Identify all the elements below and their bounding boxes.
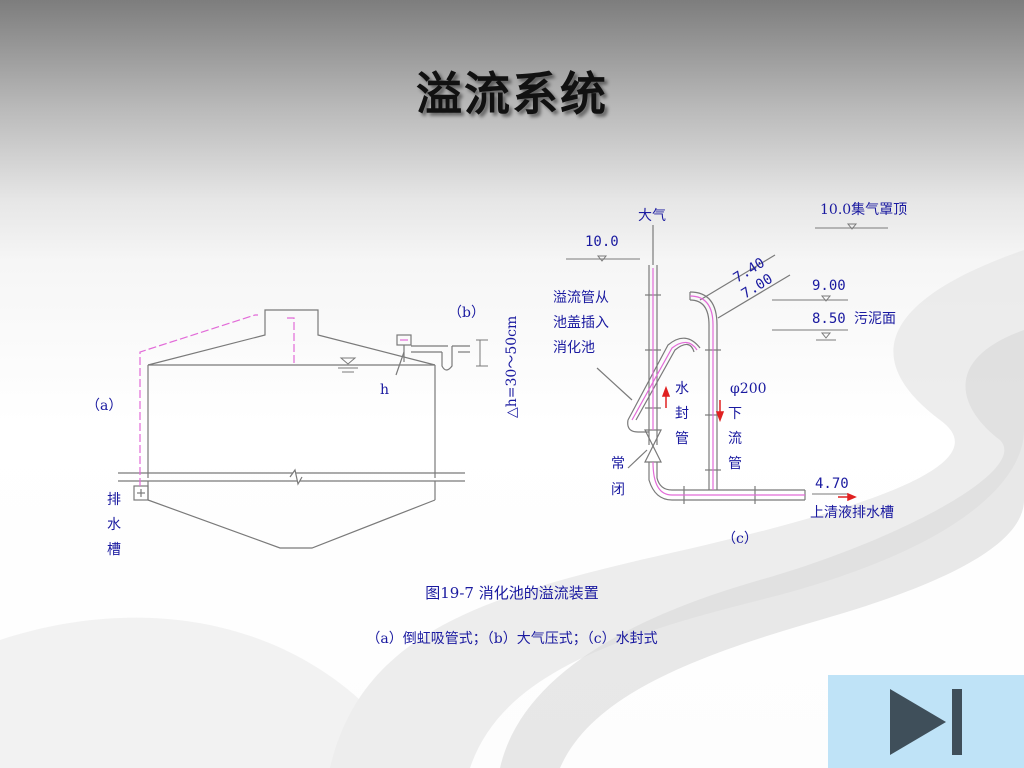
- level-470-label: 4.70: [815, 476, 849, 492]
- downflow-label-1: 下: [728, 406, 742, 422]
- downflow-label-3: 管: [728, 456, 742, 472]
- water-seal-pipes: [596, 225, 806, 504]
- water-seal-label-2: 封: [675, 406, 689, 422]
- next-slide-icon: [890, 689, 962, 755]
- water-seal-pink: [631, 268, 805, 496]
- water-seal-label-3: 管: [675, 431, 689, 447]
- flow-arrows: [661, 385, 857, 502]
- sludge-surface-label: 污泥面: [854, 311, 896, 327]
- tag-b: （b）: [448, 305, 485, 321]
- dh-label: △h=30～50cm: [504, 316, 520, 418]
- overflow-note-1: 溢流管从: [553, 290, 609, 306]
- gas-hood-label: 10.0集气罩顶: [820, 201, 907, 218]
- water-level-marker: [338, 357, 358, 373]
- atmospheric-overflow: [395, 334, 470, 376]
- siphon-pipe: [139, 314, 295, 486]
- overflow-note-3: 消化池: [553, 340, 595, 356]
- tag-a: （a）: [86, 398, 122, 414]
- figure-caption: 图19-7 消化池的溢流装置: [425, 584, 599, 602]
- tag-c: （c）: [722, 531, 758, 547]
- slide-title: 溢流系统: [416, 67, 608, 121]
- drain-label-2: 水: [107, 517, 121, 533]
- water-seal-label-1: 水: [675, 381, 689, 397]
- closed-label-1: 常: [611, 456, 625, 472]
- h-label: h: [380, 382, 389, 398]
- level-10-label: 10.0: [585, 234, 619, 250]
- pipe-diameter-label: φ200: [730, 381, 767, 397]
- overflow-note-2: 池盖插入: [553, 315, 609, 331]
- break-mark: [289, 468, 303, 486]
- level-850-label: 8.50: [812, 311, 846, 327]
- drain-label-3: 槽: [107, 542, 121, 558]
- closed-label-2: 闭: [611, 482, 625, 498]
- next-slide-button[interactable]: [828, 675, 1024, 768]
- level-900-label: 9.00: [812, 278, 846, 294]
- supernatant-label: 上清液排水槽: [810, 505, 894, 521]
- atmosphere-label: 大气: [638, 208, 666, 224]
- level-markers: [566, 223, 888, 495]
- figure-legend: （a）倒虹吸管式；（b）大气压式；（c）水封式: [366, 631, 658, 647]
- downflow-label-2: 流: [728, 431, 742, 447]
- dh-dimension: [476, 339, 488, 367]
- drain-label-1: 排: [107, 492, 121, 508]
- digester-tank: [118, 309, 465, 549]
